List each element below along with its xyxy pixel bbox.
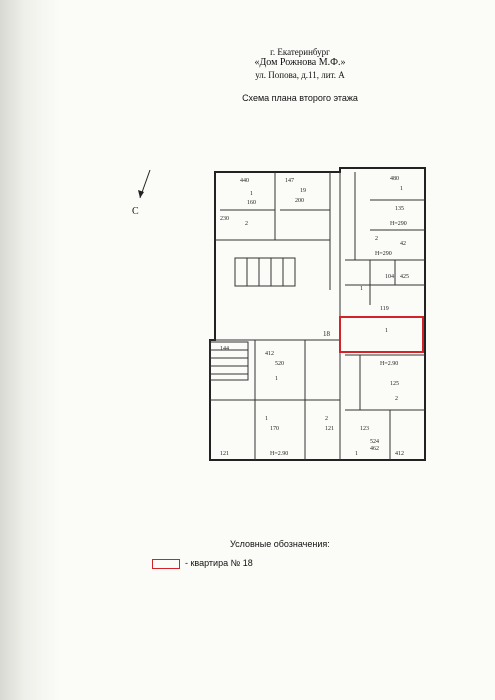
room-label: H=2.90 xyxy=(380,361,398,367)
room-label: 1 xyxy=(275,376,278,382)
room-label: 119 xyxy=(380,306,389,312)
room-label: H=290 xyxy=(390,221,407,227)
room-label: 1 xyxy=(360,286,363,292)
room-label: 412 xyxy=(395,451,404,457)
room-label: 2 xyxy=(245,221,248,227)
room-label: 1 xyxy=(400,186,403,192)
room-label: 121 xyxy=(325,426,334,432)
legend-item-apartment: - квартира № 18 xyxy=(185,558,253,568)
room-label: 147 xyxy=(285,178,294,184)
room-label: 121 xyxy=(220,451,229,457)
room-label: 19 xyxy=(300,188,306,194)
room-label: H=2.90 xyxy=(270,451,288,457)
legend-swatch-apartment xyxy=(152,559,180,569)
apartment-18-outline xyxy=(339,316,424,353)
room-label: 524 xyxy=(370,439,379,445)
room-label: 1 xyxy=(385,328,388,334)
room-label: 104 xyxy=(385,274,394,280)
building-name: «Дом Рожнова М.Ф.» xyxy=(254,57,346,68)
room-label: 135 xyxy=(395,206,404,212)
room-label: 462 xyxy=(370,446,379,452)
floor-plan: 18 44011602302147192004801135H=290242H=2… xyxy=(209,167,426,461)
room-label: 2 xyxy=(375,236,378,242)
room-label: 125 xyxy=(390,381,399,387)
room-label: H=290 xyxy=(375,251,392,257)
scheme-title: Схема плана второго этажа xyxy=(242,93,358,103)
room-label: 1 xyxy=(250,191,253,197)
address-line: ул. Попова, д.11, лит. А xyxy=(255,70,345,80)
room-label: 2 xyxy=(395,396,398,402)
scan-binding-shadow xyxy=(0,0,60,700)
room-label: 170 xyxy=(270,426,279,432)
room-label: 480 xyxy=(390,176,399,182)
room-label: 123 xyxy=(360,426,369,432)
legend-title: Условные обозначения: xyxy=(230,539,330,549)
north-arrow-icon xyxy=(138,169,151,199)
room-label: 230 xyxy=(220,216,229,222)
room-label: 144 xyxy=(220,346,229,352)
room-label: 520 xyxy=(275,361,284,367)
room-label: 440 xyxy=(240,178,249,184)
room-label: 200 xyxy=(295,198,304,204)
room-label: 1 xyxy=(265,416,268,422)
room-label: 42 xyxy=(400,241,406,247)
room-label: 1 xyxy=(355,451,358,457)
room-label: 160 xyxy=(247,200,256,206)
room-label: 2 xyxy=(325,416,328,422)
room-label: 412 xyxy=(265,351,274,357)
north-label: С xyxy=(132,206,139,217)
city-line: г. Екатеринбург xyxy=(270,47,330,57)
room-label: 425 xyxy=(400,274,409,280)
apartment-number-label: 18 xyxy=(323,330,331,338)
